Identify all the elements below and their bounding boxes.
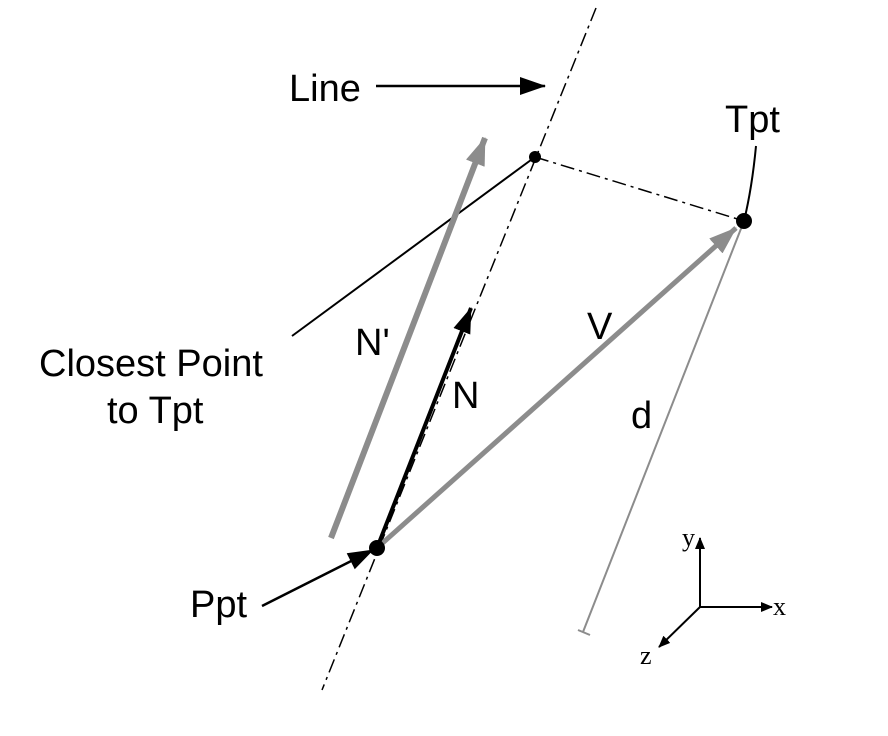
- d-label: d: [631, 395, 652, 437]
- ppt-label: Ppt: [190, 584, 247, 626]
- v-vector: [375, 226, 738, 550]
- x-axis-label: x: [773, 592, 786, 621]
- tpt-dot: [736, 213, 752, 229]
- closest-point-label-line2: to Tpt: [107, 390, 204, 432]
- ppt-dot: [369, 540, 385, 556]
- tpt-label: Tpt: [725, 99, 780, 141]
- n-label: N: [452, 375, 479, 417]
- v-label: V: [587, 306, 613, 348]
- coordinate-axes: y x z: [640, 523, 786, 670]
- d-end-tick: [577, 629, 591, 636]
- n-prime-label: N': [355, 322, 390, 364]
- z-axis: [658, 606, 701, 648]
- z-axis-label: z: [640, 641, 652, 670]
- y-axis-label: y: [682, 523, 695, 552]
- n-vector: [375, 307, 473, 549]
- closest-point-label-line1: Closest Point: [39, 343, 263, 385]
- closest-point-dot: [529, 151, 541, 163]
- d-distance-line: [582, 220, 745, 633]
- tpt-leader: [743, 145, 757, 222]
- n-prime-vector: [328, 136, 488, 540]
- ppt-label-arrow: [261, 548, 374, 608]
- line-label: Line: [289, 68, 361, 110]
- closest-point-leader: [291, 156, 536, 337]
- closest-to-tpt-connector: [534, 156, 745, 222]
